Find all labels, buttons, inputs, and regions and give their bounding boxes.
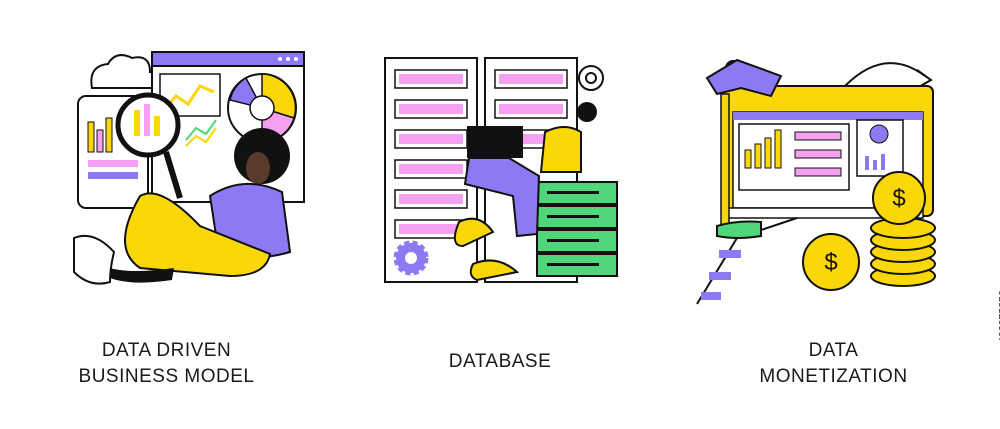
svg-text:$: $: [892, 185, 905, 212]
caption-line-1: DATABASE: [448, 351, 552, 372]
laptop-icon: [467, 126, 523, 158]
caption-data-monetization: DATA MONETIZATION: [667, 338, 1000, 390]
caption-data-driven-business-model: DATA DRIVEN BUSINESS MODEL: [0, 338, 333, 390]
caption-database: DATABASE: [333, 349, 667, 375]
panel-database: DATABASE: [333, 0, 667, 429]
monitor-coins-illustration: $ $: [696, 58, 936, 305]
caption-line-2: MONETIZATION: [759, 366, 908, 387]
svg-text:$: $: [824, 249, 837, 276]
analyst-with-magnifier-illustration: [73, 51, 305, 285]
panel-data-monetization: $ $ DATA MONETIZATION: [667, 0, 1000, 429]
arrow-icon: [844, 62, 926, 87]
caption-line-1: DATA: [808, 340, 859, 361]
server-racks-laptop-illustration: [384, 57, 618, 283]
cloud-icon: [90, 54, 162, 89]
caption-line-1: DATA DRIVEN: [101, 340, 232, 361]
caption-line-2: BUSINESS MODEL: [78, 366, 255, 387]
coin-stack-icon: [802, 171, 936, 291]
panel-data-driven-business-model: DATA DRIVEN BUSINESS MODEL: [0, 0, 333, 429]
